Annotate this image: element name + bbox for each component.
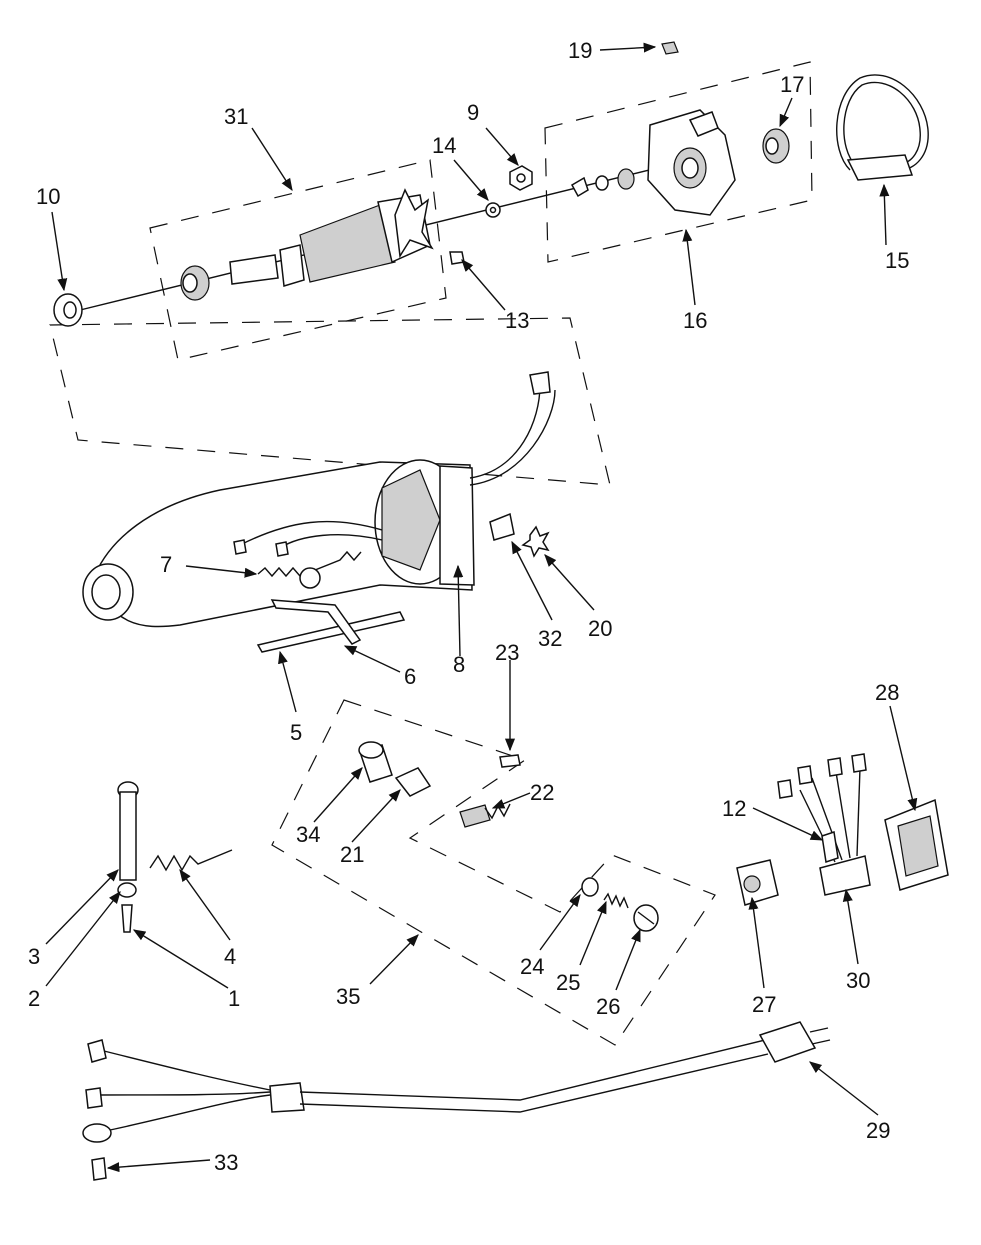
brush-cap-part-34: [358, 741, 393, 783]
callout-35: 35: [336, 984, 360, 1009]
callout-19: 19: [568, 38, 592, 63]
power-cord-part-29: [82, 1021, 831, 1143]
callout-4: 4: [224, 944, 236, 969]
star-washer-part-20: [521, 525, 550, 558]
callout-26: 26: [596, 994, 620, 1019]
brush-part-22: [459, 803, 511, 828]
callout-31: 31: [224, 104, 248, 129]
brush-part-21: [394, 767, 432, 797]
washer-part-14: [485, 202, 501, 218]
callout-2: 2: [28, 986, 40, 1011]
callout-21: 21: [340, 842, 364, 867]
callout-6: 6: [404, 664, 416, 689]
leader-lines: [45, 42, 918, 1173]
callout-24: 24: [520, 954, 544, 979]
nut-part-9: [509, 165, 533, 191]
callout-labels: 19 17 15 16 9 14 31 10 13 7 6 5 8 32 20 …: [28, 38, 909, 1175]
callout-12: 12: [722, 796, 746, 821]
callout-34: 34: [296, 822, 320, 847]
callout-9: 9: [467, 100, 479, 125]
callout-23: 23: [495, 640, 519, 665]
strap-part-5: [256, 611, 406, 653]
control-arm-part-3: [117, 781, 139, 881]
ring-part-15: [836, 74, 929, 181]
brush-holder-group-outline: [271, 699, 716, 1046]
callout-1: 1: [228, 986, 240, 1011]
callout-28: 28: [875, 680, 899, 705]
spring-part-23: [499, 754, 521, 768]
bearing-part-17: [762, 128, 790, 164]
washer-part-10: [53, 293, 83, 327]
callout-22: 22: [530, 780, 554, 805]
clip-part-19: [661, 41, 679, 55]
screw-part-26: [633, 904, 659, 932]
callout-15: 15: [885, 248, 909, 273]
callout-32: 32: [538, 626, 562, 651]
callout-25: 25: [556, 970, 580, 995]
callout-29: 29: [866, 1118, 890, 1143]
callout-8: 8: [453, 652, 465, 677]
screw-part-13: [449, 251, 465, 265]
spring-part-25: [603, 892, 629, 909]
strap-part-6: [270, 599, 362, 645]
callout-33: 33: [214, 1150, 238, 1175]
callout-3: 3: [28, 944, 40, 969]
spring-part-7: [257, 550, 362, 589]
bushing-part-32: [489, 512, 515, 541]
screw-part-33: [91, 1157, 107, 1181]
callout-13: 13: [505, 308, 529, 333]
callout-16: 16: [683, 308, 707, 333]
callout-17: 17: [780, 72, 804, 97]
cover-part-28: [884, 798, 949, 891]
cap-part-24: [581, 877, 599, 897]
callout-7: 7: [160, 552, 172, 577]
screw-part-12: [821, 831, 839, 863]
bracket-part-27: [736, 859, 779, 906]
housing-group-outline: [49, 317, 611, 486]
armature-group-outline: [149, 159, 447, 361]
control-board-part-30: [777, 753, 871, 896]
housing-lead-wires: [233, 371, 556, 557]
callout-30: 30: [846, 968, 870, 993]
armature-part-31: [180, 188, 434, 301]
callout-20: 20: [588, 616, 612, 641]
washer-part-2: [117, 882, 137, 898]
callout-27: 27: [752, 992, 776, 1017]
screw-part-1: [121, 904, 133, 933]
callout-5: 5: [290, 720, 302, 745]
end-bell-part-16: [570, 109, 736, 216]
callout-14: 14: [432, 133, 456, 158]
callout-10: 10: [36, 184, 60, 209]
spring-part-4: [149, 849, 233, 872]
